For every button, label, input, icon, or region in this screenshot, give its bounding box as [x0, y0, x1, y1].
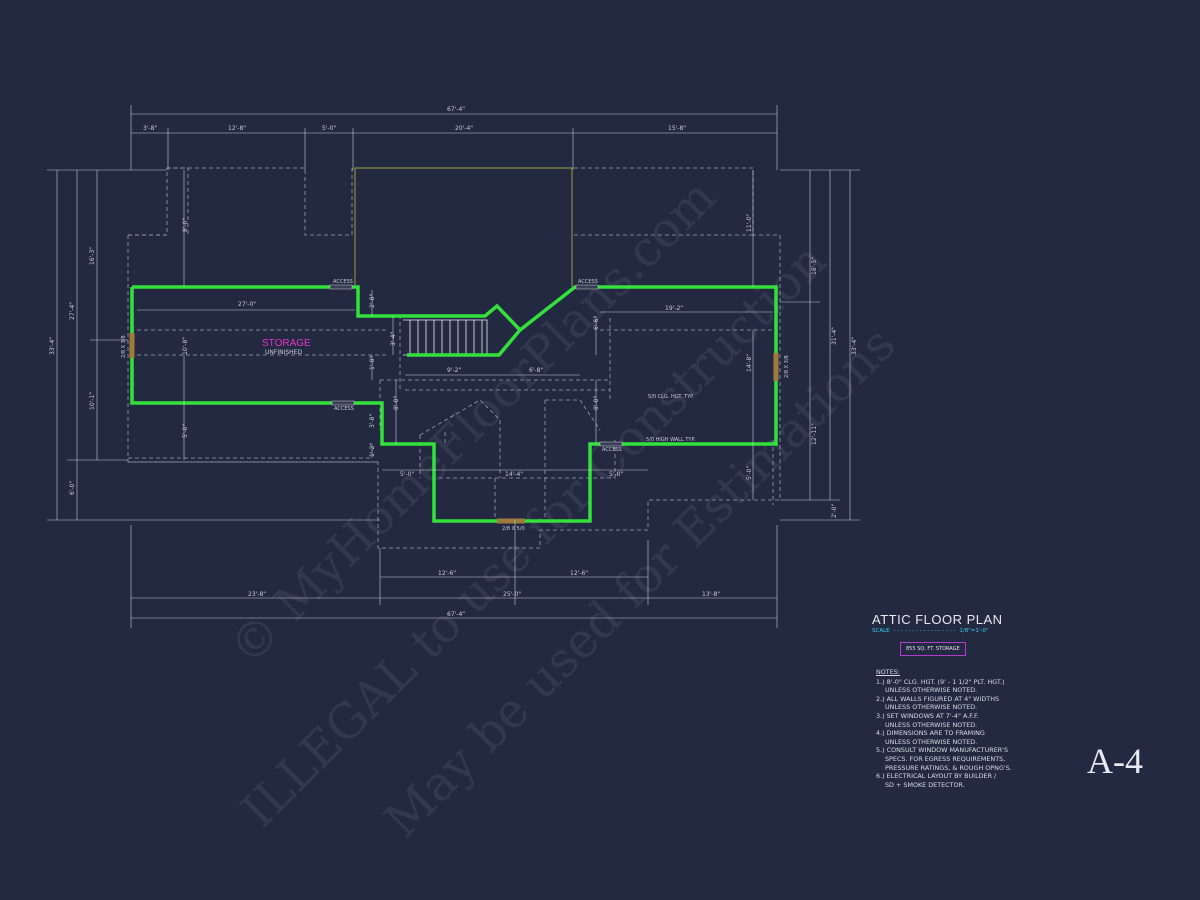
window-south — [497, 518, 525, 524]
dim-bottom-seg-2: 25'-0" — [503, 591, 521, 598]
access-label-4: ACCESS — [602, 447, 622, 453]
dim-left-offset-top: 8'-0" — [182, 218, 189, 232]
dim-bottom-seg-3: 13'-8" — [702, 591, 720, 598]
dim-left-offset-bottom: 5'-0" — [182, 424, 189, 438]
dim-west-len: 27'-0" — [238, 301, 256, 308]
watermark: © MyHomeFloorPlans.com ILLEGAL to use fo… — [219, 169, 906, 849]
note-1-line-2: UNLESS OTHERWISE NOTED. — [885, 686, 978, 695]
ceiling-height-label: 5/0 CLG. HGT. TYP. — [648, 394, 694, 400]
dim-stair-gap: 6'-8" — [529, 367, 543, 374]
dim-bay-left: 5'-0" — [400, 471, 414, 478]
window-label-west: 2/8 X 3/8 — [121, 335, 127, 358]
dim-right-len: 19'-2" — [665, 305, 683, 312]
window-east — [773, 353, 779, 381]
dim-top-seg-4: 20'-4" — [455, 125, 473, 132]
sheet-number: A-4 — [1087, 741, 1143, 781]
dim-left-overall: 33'-4" — [49, 337, 56, 355]
access-label-2: ACCESS — [578, 279, 598, 285]
note-5-line-1: 5.) CONSULT WINDOW MANUFACTURER'S — [876, 746, 1008, 755]
dim-left-seg-2: 6'-0" — [69, 481, 76, 495]
plan-labels: STORAGE UNFINISHED ACCESS ACCESS ACCESS … — [121, 279, 790, 532]
dim-stair-height: 3'-4" — [390, 332, 397, 346]
note-6: 6.) ELECTRICAL LAYOUT BY BUILDER / SD + … — [876, 772, 1056, 789]
note-6-line-2: SD + SMOKE DETECTOR. — [885, 780, 965, 789]
dim-left-seg-1: 27'-4" — [69, 302, 76, 320]
dim-left-inner-1: 16'-3" — [89, 247, 96, 265]
access-hatch-3 — [331, 400, 355, 406]
access-label-3: ACCESS — [334, 406, 354, 412]
dim-bottom-inner-2: 12'-6" — [570, 570, 588, 577]
access-hatch-2 — [575, 284, 599, 290]
scale-row: SCALE - - - - - - - - - - - - - - - - - … — [872, 628, 1072, 634]
note-1-line-1: 1.) 8'-0" CLG. HGT. (9' - 1 1/2" PLT. HG… — [876, 677, 1005, 686]
dim-right-offset-top: 11'-0" — [746, 214, 753, 232]
dimension-lines — [47, 105, 860, 628]
dim-core-small: 1'-8" — [369, 356, 376, 370]
note-5: 5.) CONSULT WINDOW MANUFACTURER'S SPECS.… — [876, 746, 1056, 772]
dim-right-depth: 14'-8" — [746, 354, 753, 372]
dim-stair-width: 9'-2" — [447, 367, 461, 374]
note-3-line-2: UNLESS OTHERWISE NOTED. — [885, 720, 978, 729]
scale-value: 1/8"=1'-0" — [959, 628, 989, 634]
dim-bottom-inner-1: 12'-6" — [438, 570, 456, 577]
dim-right-seg-1: 31'-4" — [831, 327, 838, 345]
dim-right-seg-2: 2'-0" — [831, 504, 838, 518]
note-6-line-1: 6.) ELECTRICAL LAYOUT BY BUILDER / — [876, 772, 997, 781]
dim-top-seg-1: 3'-8" — [143, 125, 157, 132]
stair — [403, 319, 488, 356]
dim-core-right-2: 6'-6" — [593, 316, 600, 330]
dim-right-overall: 33'-4" — [851, 337, 858, 355]
window-label-east: 2/8 X 3/8 — [784, 355, 790, 378]
dim-right-inner-2: 12'-11" — [811, 423, 818, 445]
access-hatch-4 — [599, 441, 623, 447]
plan-title: ATTIC FLOOR PLAN — [872, 612, 1003, 627]
room-name: STORAGE — [262, 338, 311, 349]
notes-block: NOTES: 1.) 8'-0" CLG. HGT. (9' - 1 1/2" … — [876, 668, 1056, 789]
note-4-line-2: UNLESS OTHERWISE NOTED. — [885, 737, 978, 746]
dim-left-inner-2: 10'-1" — [89, 392, 96, 410]
dimension-text: 67'-4" 3'-8" 12'-8" 5'-0" 20'-4" 15'-8" … — [49, 106, 858, 618]
note-5-line-2: SPECS. FOR EGRESS REQUIREMENTS, — [885, 754, 1006, 763]
high-wall-label: 5/0 HIGH WALL TYP. — [646, 437, 696, 443]
access-label-1: ACCESS — [333, 279, 353, 285]
dim-top-overall: 67'-4" — [447, 106, 465, 113]
dim-core-tiny: 1'-2" — [369, 443, 376, 457]
dim-top-seg-2: 12'-8" — [228, 125, 246, 132]
note-4: 4.) DIMENSIONS ARE TO FRAMING UNLESS OTH… — [876, 729, 1056, 746]
scale-label: SCALE — [872, 628, 890, 634]
roof-outline — [127, 167, 781, 549]
notes-heading: NOTES: — [876, 668, 900, 676]
dim-stair-top: 2'-8" — [369, 294, 376, 308]
note-1: 1.) 8'-0" CLG. HGT. (9' - 1 1/2" PLT. HG… — [876, 678, 1056, 695]
dim-west-depth: 10'-8" — [182, 337, 189, 355]
note-2-line-1: 2.) ALL WALLS FIGURED AT 4" WIDTHS — [876, 694, 1000, 703]
note-4-line-1: 4.) DIMENSIONS ARE TO FRAMING — [876, 729, 985, 738]
window-west — [129, 333, 135, 358]
dim-right-bottom: 5'-0" — [746, 466, 753, 480]
note-3-line-1: 3.) SET WINDOWS AT 7'-4" A.F.F. — [876, 711, 979, 720]
window-label-south: 2/8 X 5/0 — [502, 526, 525, 532]
dim-bay-width: 14'-4" — [505, 471, 523, 478]
dim-core-left: 8'-0" — [393, 396, 400, 410]
roof-ridge-box — [354, 167, 573, 287]
note-3: 3.) SET WINDOWS AT 7'-4" A.F.F. UNLESS O… — [876, 712, 1056, 729]
room-subtitle: UNFINISHED — [265, 349, 302, 356]
note-2: 2.) ALL WALLS FIGURED AT 4" WIDTHS UNLES… — [876, 695, 1056, 712]
dim-core-step: 3'-8" — [369, 414, 376, 428]
dim-right-inner-1: 18'-5" — [811, 257, 818, 275]
dim-top-seg-3: 5'-0" — [322, 125, 336, 132]
title-block: ATTIC FLOOR PLAN SCALE - - - - - - - - -… — [872, 612, 1072, 656]
dim-top-seg-5: 15'-8" — [668, 125, 686, 132]
dim-bottom-overall: 67'-4" — [447, 611, 465, 618]
note-5-line-3: PRESSURE RATINGS, & ROUGH OPNG'S. — [885, 763, 1012, 772]
access-hatch-1 — [329, 284, 353, 290]
dim-core-right: 8'-0" — [593, 396, 600, 410]
dim-bay-right: 5'-0" — [609, 471, 623, 478]
dim-bottom-seg-1: 23'-8" — [248, 591, 266, 598]
area-badge: 855 SQ. FT. STORAGE — [900, 642, 966, 656]
note-2-line-2: UNLESS OTHERWISE NOTED. — [885, 703, 978, 712]
scale-rule: - - - - - - - - - - - - - - - - - — [893, 628, 956, 634]
